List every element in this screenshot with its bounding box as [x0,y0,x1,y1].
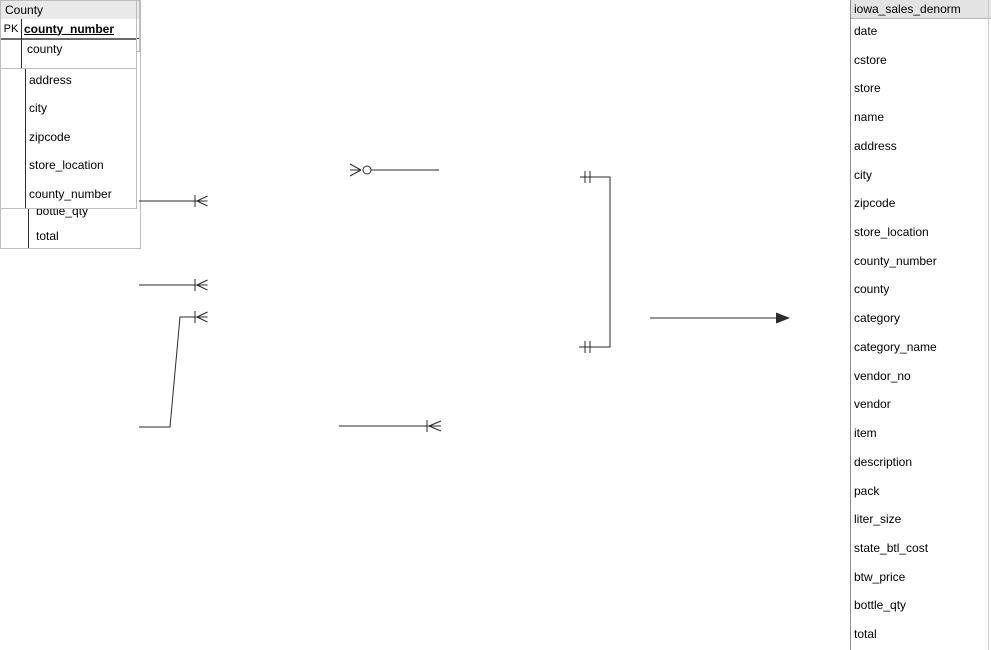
crow-foot-icon [428,420,442,432]
relation-item-sales [139,311,208,428]
one-one-ticks-icon [584,341,591,353]
entity-title: County [1,1,136,19]
field-name: county [854,282,890,297]
field-name: cstore [854,52,887,67]
field-name: zipcode [29,129,71,144]
crow-foot-icon [196,311,208,323]
field-name: store_location [29,158,104,173]
field-name: category [854,311,901,326]
field-name: address [854,138,897,153]
crow-foot-icon [349,163,362,177]
field-name: address [29,72,72,87]
relation-sales-convenience-store [349,163,439,177]
field-name: city [29,101,47,116]
field-name: county_number [854,253,937,268]
relation-county-store [339,420,442,432]
field-name: category_name [854,339,937,354]
field-name: description [854,454,913,469]
arrow-head-icon [776,312,790,324]
field-name: city [854,167,872,182]
field-name: vendor_no [854,368,911,383]
crow-foot-icon [196,279,208,291]
transform-arrow [650,312,790,324]
entity-county[interactable]: County PK county_number county [0,0,137,69]
field-name: pack [854,483,880,498]
entity-title: iowa_sales_denorm [851,0,991,19]
field-name: store [854,81,881,96]
pk-divider [25,19,26,208]
field-name: liter_size [854,512,902,527]
field-name: bottle_qty [854,598,907,613]
one-one-ticks-icon [584,171,591,183]
field-name: store_location [854,225,929,240]
field-name: date [854,24,878,38]
pk-divider [21,19,22,68]
pk-row: PK county_number [1,19,136,40]
field-name: item [854,426,877,441]
field-name: name [854,110,885,125]
field-name: zipcode [854,196,896,211]
relation-vendor-sales [139,279,208,291]
pk-label: PK [3,22,19,35]
field-name: total [36,229,59,244]
field-name: state_btl_cost [854,540,929,555]
field-name: total [854,627,877,642]
crow-foot-icon [196,195,208,207]
field-name: county [27,42,63,56]
relation-convenience-store-store [579,171,611,353]
entity-iowa-sales-denorm[interactable]: iowa_sales_denorm date cstore store name add… [850,0,991,650]
field-name: btw_price [854,569,906,584]
panel-right-edge [988,0,989,650]
field-name: vendor [854,397,891,412]
pk-field-name: county_number [24,21,115,36]
relation-category-sales [139,195,208,207]
field-name: county_number [29,186,112,201]
optional-circle-icon [362,165,372,175]
